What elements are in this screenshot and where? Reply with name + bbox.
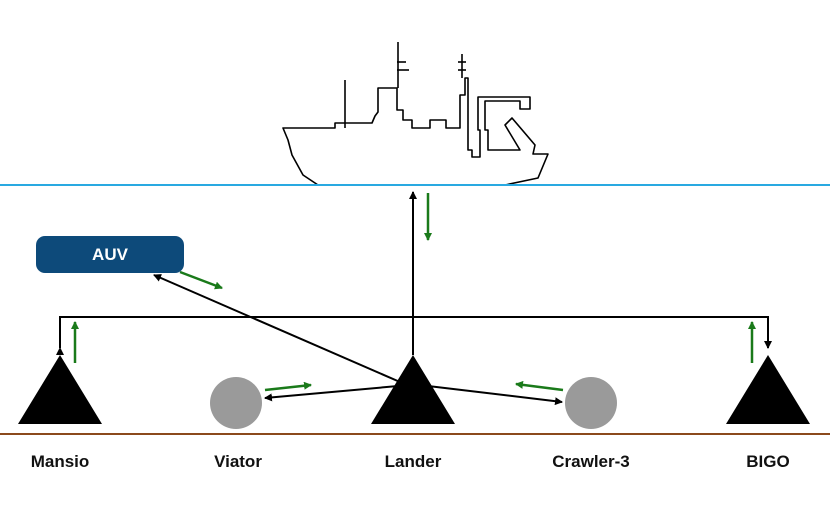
viator-rover bbox=[210, 377, 262, 429]
link-lander-crawler bbox=[427, 385, 563, 406]
link-lander-viator bbox=[264, 385, 399, 402]
auv-node: AUV bbox=[36, 236, 184, 273]
flow-auv bbox=[179, 270, 223, 290]
crawler-rover bbox=[565, 377, 617, 429]
ship-icon bbox=[282, 42, 549, 186]
bigo-label: BIGO bbox=[746, 452, 790, 471]
viator-label: Viator bbox=[214, 452, 262, 471]
crawler-label: Crawler-3 bbox=[552, 452, 630, 471]
mansio-label: Mansio bbox=[30, 452, 90, 471]
mansio-station bbox=[18, 355, 102, 424]
flow-crawler bbox=[515, 380, 564, 392]
link-lander-auv bbox=[153, 274, 401, 383]
lander-label: Lander bbox=[384, 452, 442, 471]
lander-station bbox=[371, 355, 455, 424]
flow-viator bbox=[264, 381, 312, 392]
bigo-station bbox=[726, 355, 810, 424]
auv-label: AUV bbox=[92, 244, 128, 264]
